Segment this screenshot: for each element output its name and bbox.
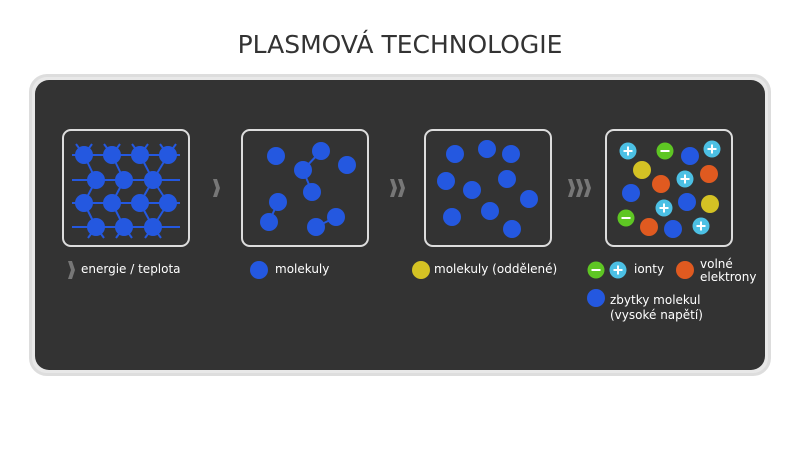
stage-box-separated [424, 129, 552, 247]
lattice-atom [87, 218, 105, 236]
molecule [338, 156, 356, 174]
legend-separated-icon [412, 261, 430, 279]
lattice-atom [159, 194, 177, 212]
separated-molecule [481, 202, 499, 220]
legend-electrons-line1: volné [700, 257, 733, 271]
free-electron [700, 165, 718, 183]
lattice-atom [75, 146, 93, 164]
page-title: PLASMOVÁ TECHNOLOGIE [237, 30, 563, 59]
molecule-remnant [678, 193, 696, 211]
separated-molecule [443, 208, 461, 226]
molecule [303, 183, 321, 201]
legend-remnants-line1: zbytky molekul [610, 293, 701, 307]
legend-energy-chevron-icon [68, 261, 75, 279]
separated-molecule [478, 140, 496, 158]
molecule [307, 218, 325, 236]
legend-electron-icon [676, 261, 694, 279]
lattice-atom [144, 171, 162, 189]
energy-arrow-3 [576, 179, 583, 197]
molecule [260, 213, 278, 231]
stage-box-solid [62, 129, 190, 247]
legend-molecules: molekuly [275, 262, 330, 276]
legend-remnant-icon [587, 289, 605, 307]
lattice-atom [115, 218, 133, 236]
lattice-atom [144, 218, 162, 236]
legend-energy: energie / teplota [81, 262, 181, 276]
separated-molecule-yellow [633, 161, 651, 179]
separated-molecule [463, 181, 481, 199]
legend-remnants-line2: (vysoké napětí) [610, 308, 703, 322]
molecule [267, 147, 285, 165]
lattice-atom [103, 146, 121, 164]
separated-molecule [502, 145, 520, 163]
legend-separated: molekuly (oddělené) [434, 262, 558, 276]
lattice-atom [75, 194, 93, 212]
free-electron [652, 175, 670, 193]
molecule [269, 193, 287, 211]
molecule-remnant [681, 147, 699, 165]
lattice-atom [131, 194, 149, 212]
molecule-remnant [664, 220, 682, 238]
lattice-atom [115, 171, 133, 189]
stage-box-molecules [241, 129, 369, 247]
legend-molecule-icon [250, 261, 268, 279]
separated-molecule [446, 145, 464, 163]
molecule [327, 208, 345, 226]
legend-electrons-line2: elektrony [700, 270, 757, 284]
free-electron [640, 218, 658, 236]
energy-arrow-2 [390, 179, 397, 197]
molecule [294, 161, 312, 179]
separated-molecule [498, 170, 516, 188]
separated-molecule [503, 220, 521, 238]
energy-arrow-2 [398, 179, 405, 197]
lattice-atom [159, 146, 177, 164]
energy-arrow-3 [584, 179, 591, 197]
separated-molecule-yellow [701, 195, 719, 213]
molecule [312, 142, 330, 160]
stage-box-plasma [605, 129, 733, 247]
lattice-atom [131, 146, 149, 164]
legend-ions: ionty [634, 262, 665, 276]
molecule-remnant [622, 184, 640, 202]
energy-arrow-3 [568, 179, 575, 197]
separated-molecule [437, 172, 455, 190]
lattice-atom [87, 171, 105, 189]
energy-arrow-1 [213, 179, 220, 197]
separated-molecule [520, 190, 538, 208]
lattice-atom [103, 194, 121, 212]
legend-remnants: zbytky molekul(vysoké napětí) [610, 293, 703, 323]
